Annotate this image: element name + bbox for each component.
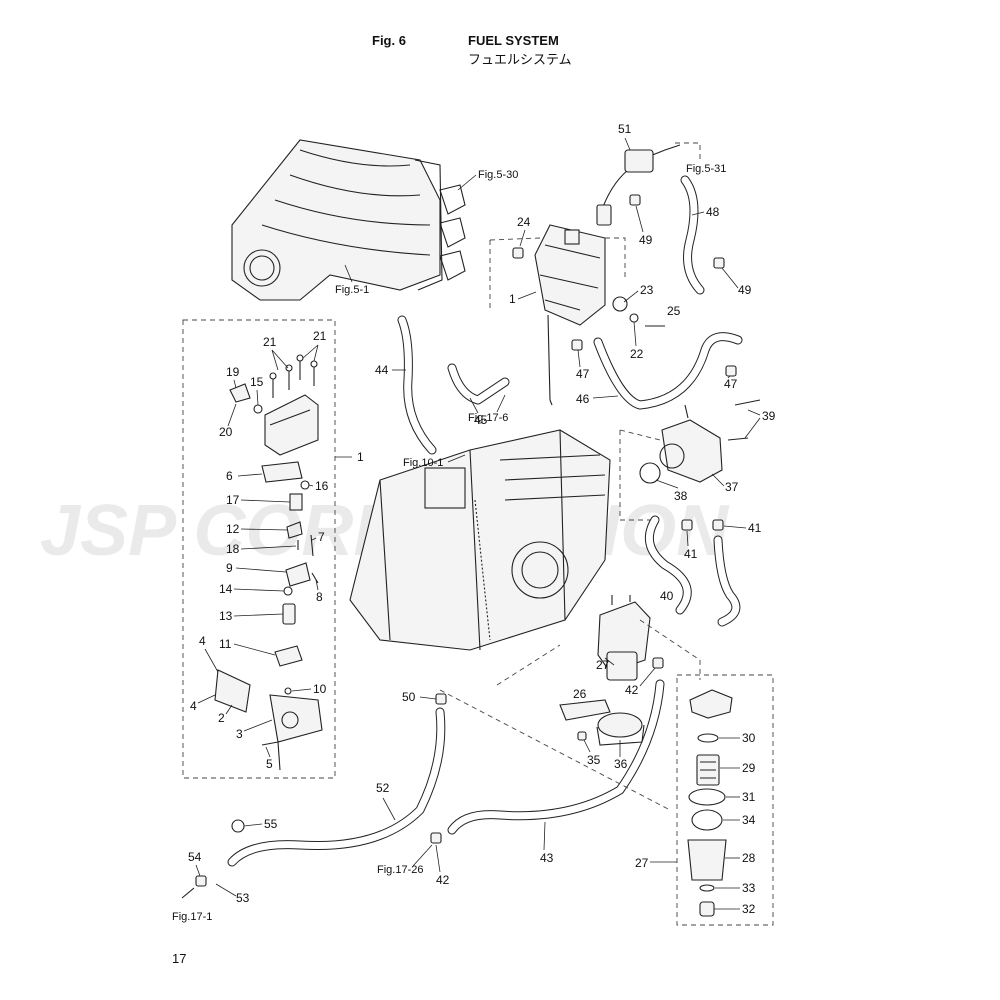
callout-34: 34	[742, 813, 756, 827]
ref-fig-5-1: Fig.5-1	[335, 284, 369, 296]
hose-41	[713, 535, 741, 627]
intake-manifold	[231, 139, 443, 301]
callout-43: 43	[540, 851, 554, 865]
callout-41-a: 41	[748, 521, 762, 535]
callout-21-b: 21	[313, 329, 327, 343]
callout-45: 45	[474, 413, 488, 427]
callout-42-b: 42	[436, 873, 450, 887]
callout-18: 18	[226, 542, 240, 556]
vapor-separator	[534, 224, 606, 406]
callout-47-a: 47	[576, 367, 590, 381]
callout-25: 25	[667, 304, 681, 318]
callout-17: 17	[226, 493, 240, 507]
callout-16: 16	[315, 479, 329, 493]
clamps	[181, 194, 737, 899]
hose-52	[227, 707, 446, 867]
callout-13: 13	[219, 609, 233, 623]
callout-36: 36	[614, 757, 628, 771]
hose-46	[593, 332, 743, 410]
filter-bracket	[559, 699, 645, 746]
detail-box-part-27	[676, 674, 774, 926]
callout-49-b: 49	[738, 283, 752, 297]
callout-30: 30	[742, 731, 756, 745]
ref-fig-17-26: Fig.17-26	[377, 864, 423, 876]
callout-29: 29	[742, 761, 756, 775]
callout-44: 44	[375, 363, 389, 377]
power-head	[349, 429, 611, 651]
callout-12: 12	[226, 522, 240, 536]
callout-41-b: 41	[684, 547, 698, 561]
callout-9: 9	[226, 561, 233, 575]
callout-10: 10	[313, 682, 327, 696]
manifold-gaskets	[439, 184, 466, 281]
page-number: 17	[172, 951, 187, 966]
callout-52: 52	[376, 781, 390, 795]
callout-4-a: 4	[199, 634, 206, 648]
wiring-harness	[596, 144, 681, 226]
callout-39: 39	[762, 409, 776, 423]
callout-6: 6	[226, 469, 233, 483]
callout-19: 19	[226, 365, 240, 379]
callout-42-a: 42	[625, 683, 639, 697]
callout-23: 23	[640, 283, 654, 297]
callout-55: 55	[264, 817, 278, 831]
callout-28: 28	[742, 851, 756, 865]
ref-fig-5-30: Fig.5-30	[478, 169, 518, 181]
callout-8: 8	[316, 590, 323, 604]
callout-49-a: 49	[639, 233, 653, 247]
callout-46: 46	[576, 392, 590, 406]
callout-labels: 51 48 49 49 24 1 23 25 22 47 47 46 44 45…	[188, 122, 776, 916]
callout-27-a: 27	[596, 658, 610, 672]
detail-box-part-1	[182, 319, 336, 779]
callout-21-a: 21	[263, 335, 277, 349]
callout-7: 7	[318, 530, 325, 544]
ref-fig-17-1: Fig.17-1	[172, 911, 212, 923]
callout-50: 50	[402, 690, 416, 704]
callout-22: 22	[630, 347, 644, 361]
callout-31: 31	[742, 790, 756, 804]
callout-53: 53	[236, 891, 250, 905]
filter-exploded-parts	[687, 689, 733, 917]
detail-parts	[214, 354, 323, 771]
figure-title-japanese: フュエルシステム	[468, 53, 572, 68]
callout-37: 37	[725, 480, 739, 494]
callout-11: 11	[219, 637, 232, 651]
figure-title: FUEL SYSTEM	[468, 33, 559, 48]
callout-27-b: 27	[635, 856, 649, 870]
hose-40	[644, 515, 692, 615]
ref-fig-10-1: Fig.10-1	[403, 457, 443, 469]
callout-40: 40	[660, 589, 674, 603]
callout-38: 38	[674, 489, 688, 503]
hose-45	[447, 363, 510, 405]
callout-35: 35	[587, 753, 601, 767]
callout-5: 5	[266, 757, 273, 771]
fuel-pump	[639, 399, 761, 484]
ref-fig-17-6: Fig.17-6	[468, 412, 508, 424]
callout-4-b: 4	[190, 699, 197, 713]
hose-43	[447, 679, 665, 835]
callout-20: 20	[219, 425, 233, 439]
callout-54: 54	[188, 850, 202, 864]
callout-3: 3	[236, 727, 243, 741]
callout-1: 1	[509, 292, 516, 306]
callout-15: 15	[250, 375, 264, 389]
callout-24: 24	[517, 215, 531, 229]
callout-26: 26	[573, 687, 587, 701]
ref-fig-5-31: Fig.5-31	[686, 163, 726, 175]
fuel-filter	[597, 595, 651, 681]
hose-48	[680, 175, 705, 295]
hose-44	[397, 315, 437, 455]
callout-2: 2	[218, 711, 225, 725]
callout-14: 14	[219, 582, 233, 596]
callout-47-b: 47	[724, 377, 738, 391]
callout-48: 48	[706, 205, 720, 219]
figure-number: Fig. 6	[372, 33, 406, 48]
callout-51: 51	[618, 122, 632, 136]
callout-33: 33	[742, 881, 756, 895]
callout-32: 32	[742, 902, 756, 916]
callout-1-box: 1	[357, 450, 364, 464]
